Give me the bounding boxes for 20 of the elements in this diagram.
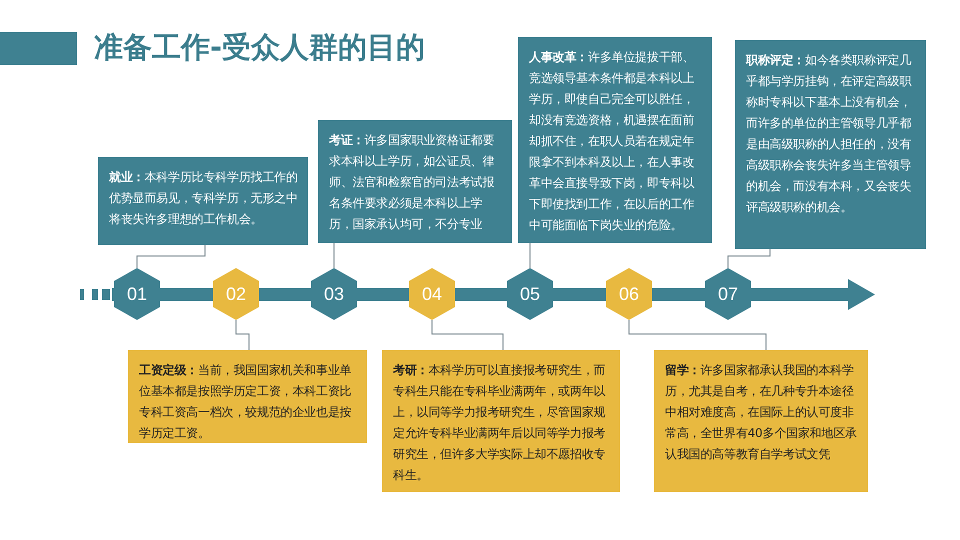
leader-line <box>136 244 206 268</box>
text-box: 人事改革：许多单位提拔干部、竞选领导基本条件都是本科以上学历，即使自己完全可以胜任，却没有竞选资格，机遇摆在面前却抓不住，在职人员若在规定年限拿不到本科及以上，在人事改革中会直接导致下岗，即专科以下即使找到工作，在以后的工作中可能面临下岗失业的危险。 <box>518 37 712 243</box>
step-hexagon: 01 <box>114 268 160 320</box>
leader-line <box>432 320 504 350</box>
step-hexagon: 02 <box>213 268 259 320</box>
text-box: 职称评定：如今各类职称评定几乎都与学历挂钩，在评定高级职称时专科以下基本上没有机会，而许多的单位的主管领导几乎都是由高级职称的人担任的，没有高级职称会丧失许多当主管领导的机会，而没有本科，又会丧失评高级职称的机会。 <box>735 40 926 249</box>
step-hexagon: 04 <box>409 268 455 320</box>
text-box: 考研：本科学历可以直接报考研究生，而专科生只能在专科毕业满两年，或两年以上，以同等学力报考研究生，尽管国家规定允许专科毕业满两年后以同等学力报考研究生，但许多大学实际上却不愿招收专科生。 <box>382 350 620 492</box>
text-box: 工资定级：当前，我国国家机关和事业单位基本都是按照学历定工资，本科工资比专科工资高一档次，较规范的企业也是按学历定工资。 <box>128 350 367 443</box>
step-hexagon: 06 <box>606 268 652 320</box>
title: 准备工作-受众人群的目的 <box>94 29 426 66</box>
text-box: 留学：许多国家都承认我国的本科学历，尤其是自考，在几种专升本途径中相对难度高，在国际上的认可度非常高，全世界有40多个国家和地区承认我国的高等教育自学考试文凭 <box>654 350 868 492</box>
leader-line <box>728 248 770 268</box>
text-box: 考证：许多国家职业资格证都要求本科以上学历，如公证员、律师、法官和检察官的司法考试报名条件要求必须是本科以上学历，国家承认均可，不分专业 <box>318 120 512 243</box>
step-hexagon: 05 <box>507 268 553 320</box>
text-box: 就业：本科学历比专科学历找工作的优势显而易见，专科学历，无形之中将丧失许多理想的工作机会。 <box>98 157 308 245</box>
leader-line <box>236 320 250 350</box>
leader-line <box>628 320 766 350</box>
step-hexagon: 07 <box>705 268 751 320</box>
step-hexagon: 03 <box>311 268 357 320</box>
